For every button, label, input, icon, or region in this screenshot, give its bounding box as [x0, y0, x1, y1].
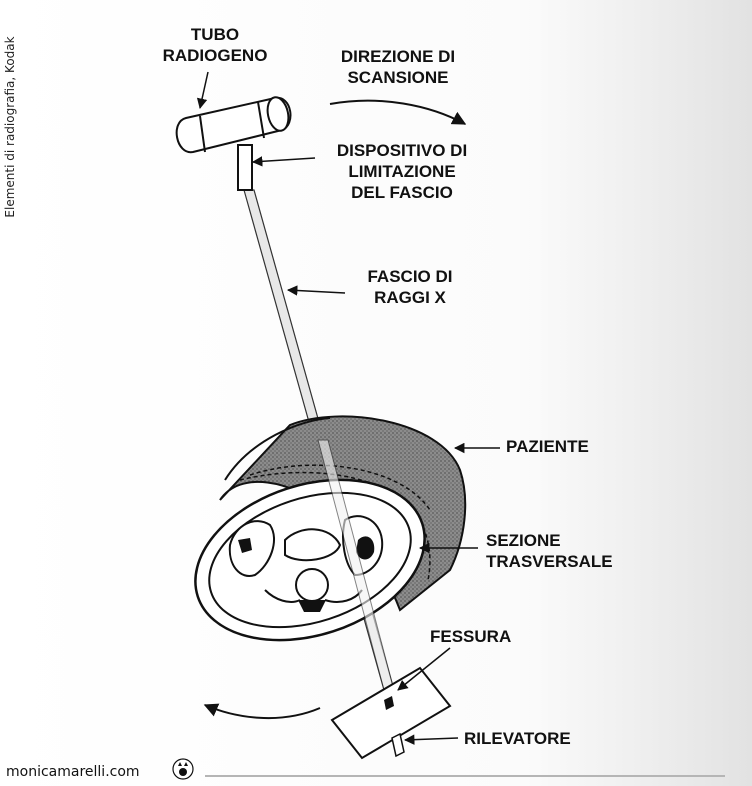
- detector-plate: [330, 666, 452, 760]
- watermark: monicamarelli.com: [6, 764, 140, 780]
- label-paziente: PAZIENTE: [506, 437, 589, 456]
- x-ray-tube: [175, 96, 292, 191]
- label-fessura: FESSURA: [430, 627, 512, 646]
- scan-direction-arrow: [329, 99, 467, 125]
- cat-icon: [172, 758, 194, 780]
- label-rilevatore: RILEVATORE: [464, 729, 571, 748]
- rotation-arrow: [203, 703, 321, 720]
